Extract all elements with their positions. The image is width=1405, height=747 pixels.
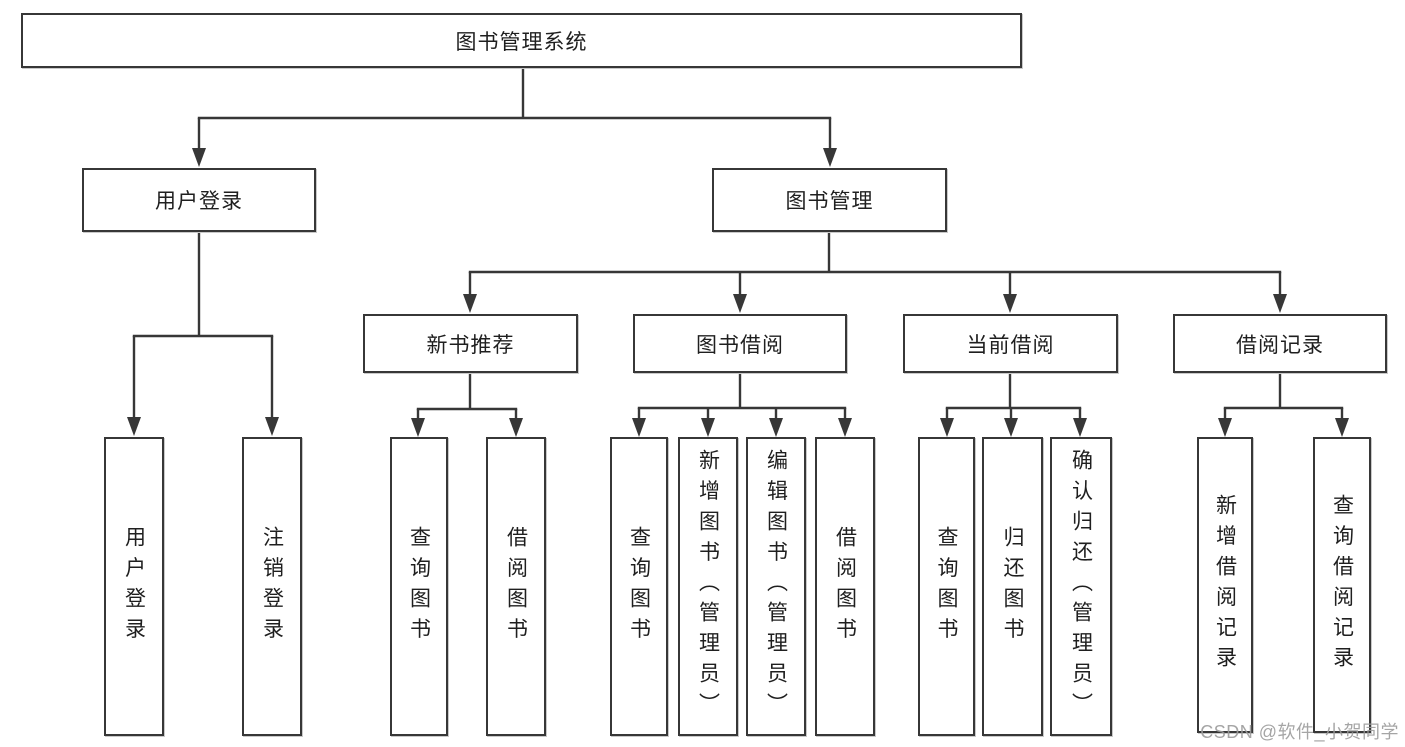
node-new-book-recommendation: 新书推荐 (363, 314, 578, 373)
down-arrowhead-icon (265, 417, 279, 436)
down-arrowhead-icon (823, 148, 837, 167)
node-user-login: 用户登录 (82, 168, 316, 232)
down-arrowhead-icon (632, 418, 646, 437)
down-arrowhead-icon (1073, 418, 1087, 437)
node-library-management-system: 图书管理系统 (21, 13, 1022, 68)
down-arrowhead-icon (940, 418, 954, 437)
down-arrowhead-icon (838, 418, 852, 437)
csdn-watermark: CSDN @软件_小贺同学 (1200, 722, 1399, 742)
down-arrowhead-icon (509, 418, 523, 437)
leaf-confirm-return-admin: 确认归还（管理员） (1050, 437, 1112, 736)
node-borrowing-records: 借阅记录 (1173, 314, 1387, 373)
node-current-borrowing: 当前借阅 (903, 314, 1118, 373)
leaf-query-books-recommend: 查询图书 (390, 437, 448, 736)
leaf-borrow-books-recommend: 借阅图书 (486, 437, 546, 736)
node-book-management: 图书管理 (712, 168, 947, 232)
leaf-borrow-books: 借阅图书 (815, 437, 875, 736)
node-book-borrowing: 图书借阅 (633, 314, 847, 373)
down-arrowhead-icon (463, 294, 477, 313)
down-arrowhead-icon (127, 417, 141, 436)
down-arrowhead-icon (1003, 294, 1017, 313)
down-arrowhead-icon (1335, 418, 1349, 437)
leaf-add-borrow-record: 新增借阅记录 (1197, 437, 1253, 733)
down-arrowhead-icon (733, 294, 747, 313)
leaf-edit-books-admin: 编辑图书（管理员） (746, 437, 806, 736)
down-arrowhead-icon (1004, 418, 1018, 437)
down-arrowhead-icon (701, 418, 715, 437)
leaf-logout: 注销登录 (242, 437, 302, 736)
down-arrowhead-icon (1218, 418, 1232, 437)
down-arrowhead-icon (1273, 294, 1287, 313)
leaf-add-books-admin: 新增图书（管理员） (678, 437, 738, 736)
down-arrowhead-icon (192, 148, 206, 167)
down-arrowhead-icon (769, 418, 783, 437)
leaf-query-books-borrowing: 查询图书 (610, 437, 668, 736)
leaf-return-books: 归还图书 (982, 437, 1043, 736)
down-arrowhead-icon (411, 418, 425, 437)
leaf-user-login: 用户登录 (104, 437, 164, 736)
leaf-query-borrow-record: 查询借阅记录 (1313, 437, 1371, 733)
leaf-query-books-current: 查询图书 (918, 437, 975, 736)
